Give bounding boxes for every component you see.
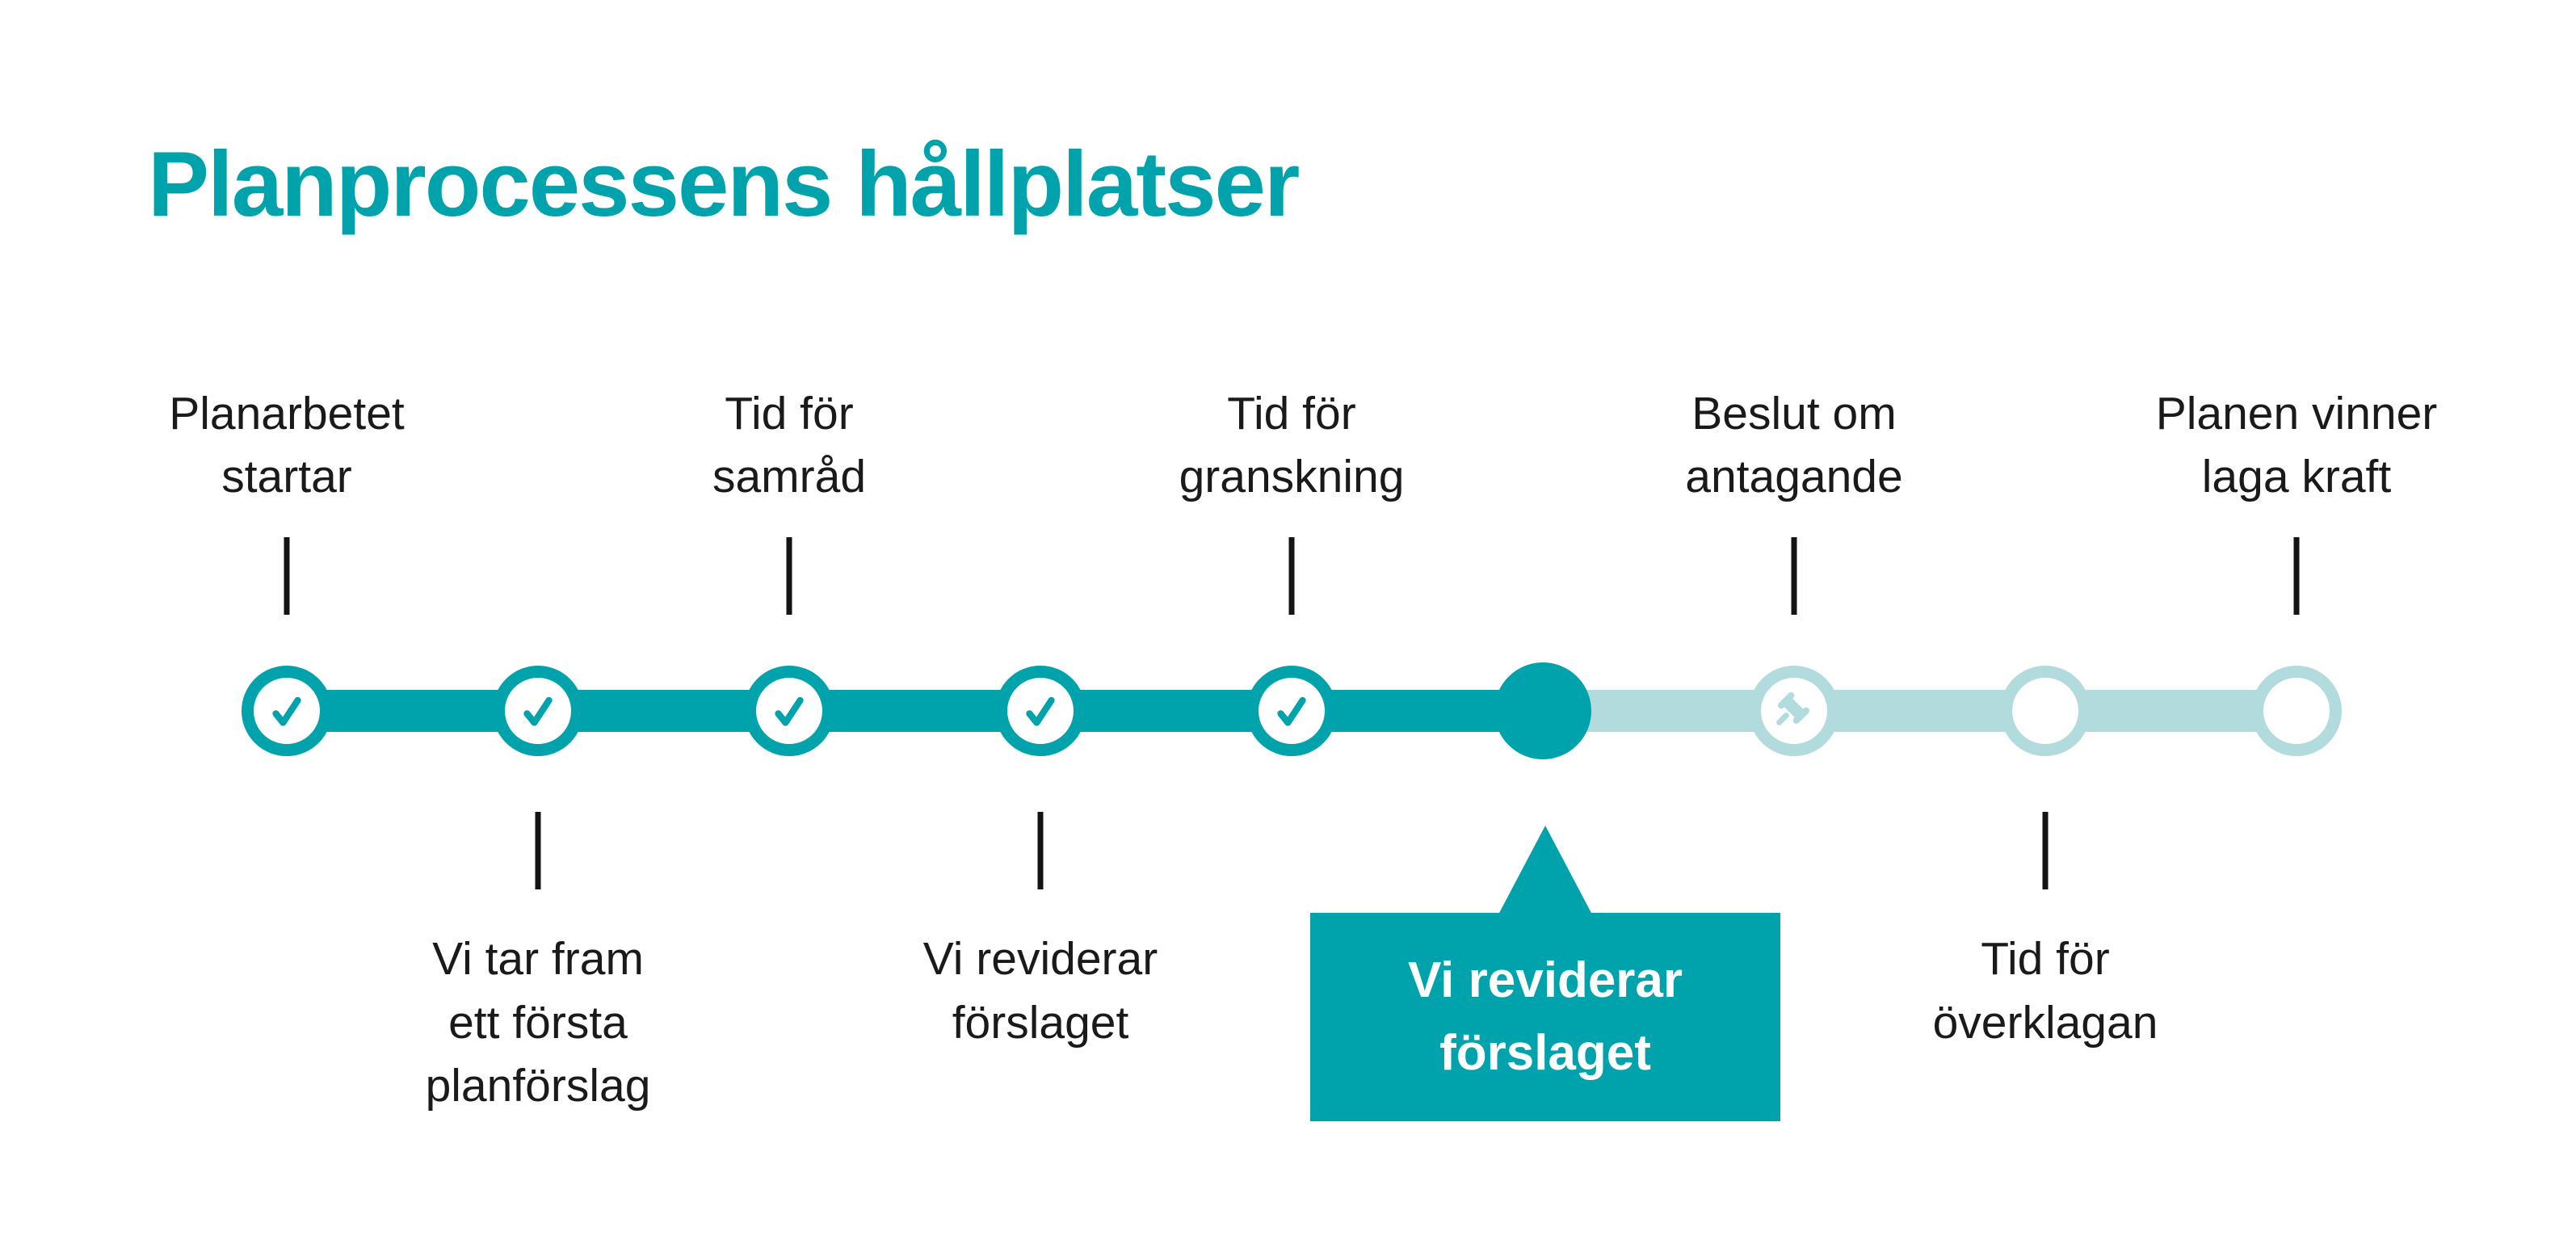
connector-tick [284, 537, 290, 615]
timeline-bar-completed [287, 690, 1543, 732]
step-node-5-completed [1246, 666, 1337, 756]
gavel-icon [1768, 685, 1820, 737]
step-label-tid-for-samrad: Tid för samråd [712, 387, 867, 503]
check-icon [515, 687, 561, 734]
step-node-6-current [1494, 662, 1591, 759]
timeline-bar-upcoming [1543, 690, 2297, 732]
check-icon [766, 687, 813, 734]
connector-tick [2042, 812, 2049, 889]
check-icon [1268, 687, 1315, 734]
connector-tick [2293, 537, 2300, 615]
connector-tick [1288, 537, 1295, 615]
step-node-8-upcoming [2000, 666, 2091, 756]
step-node-2-completed [493, 666, 583, 756]
connector-tick [786, 537, 792, 615]
connector-tick [1791, 537, 1797, 615]
step-label-planen-vinner-laga-kraft: Planen vinner laga kraft [2155, 387, 2438, 503]
callout-pointer [1498, 826, 1592, 914]
connector-tick [535, 812, 541, 889]
step-label-tid-for-granskning: Tid för granskning [1179, 387, 1405, 503]
check-icon [263, 687, 310, 734]
step-node-7-upcoming [1749, 666, 1839, 756]
connector-tick [1037, 812, 1044, 889]
step-label-vi-tar-fram: Vi tar fram ett första planförslag [425, 933, 651, 1112]
step-label-vi-reviderar: Vi reviderar förslaget [922, 933, 1158, 1049]
check-icon [1017, 687, 1064, 734]
step-label-planarbetet-startar: Planarbetet startar [169, 387, 405, 503]
step-node-4-completed [995, 666, 1086, 756]
step-node-3-completed [744, 666, 834, 756]
step-node-1-completed [242, 666, 332, 756]
step-node-9-upcoming [2251, 666, 2342, 756]
page-title: Planprocessens hållplatser [148, 133, 1300, 236]
step-label-beslut-om-antagande: Beslut om antagande [1685, 387, 1903, 503]
step-label-tid-for-overklagan: Tid för överklagan [1932, 933, 2158, 1049]
current-step-callout: Vi reviderar förslaget [1310, 913, 1780, 1121]
